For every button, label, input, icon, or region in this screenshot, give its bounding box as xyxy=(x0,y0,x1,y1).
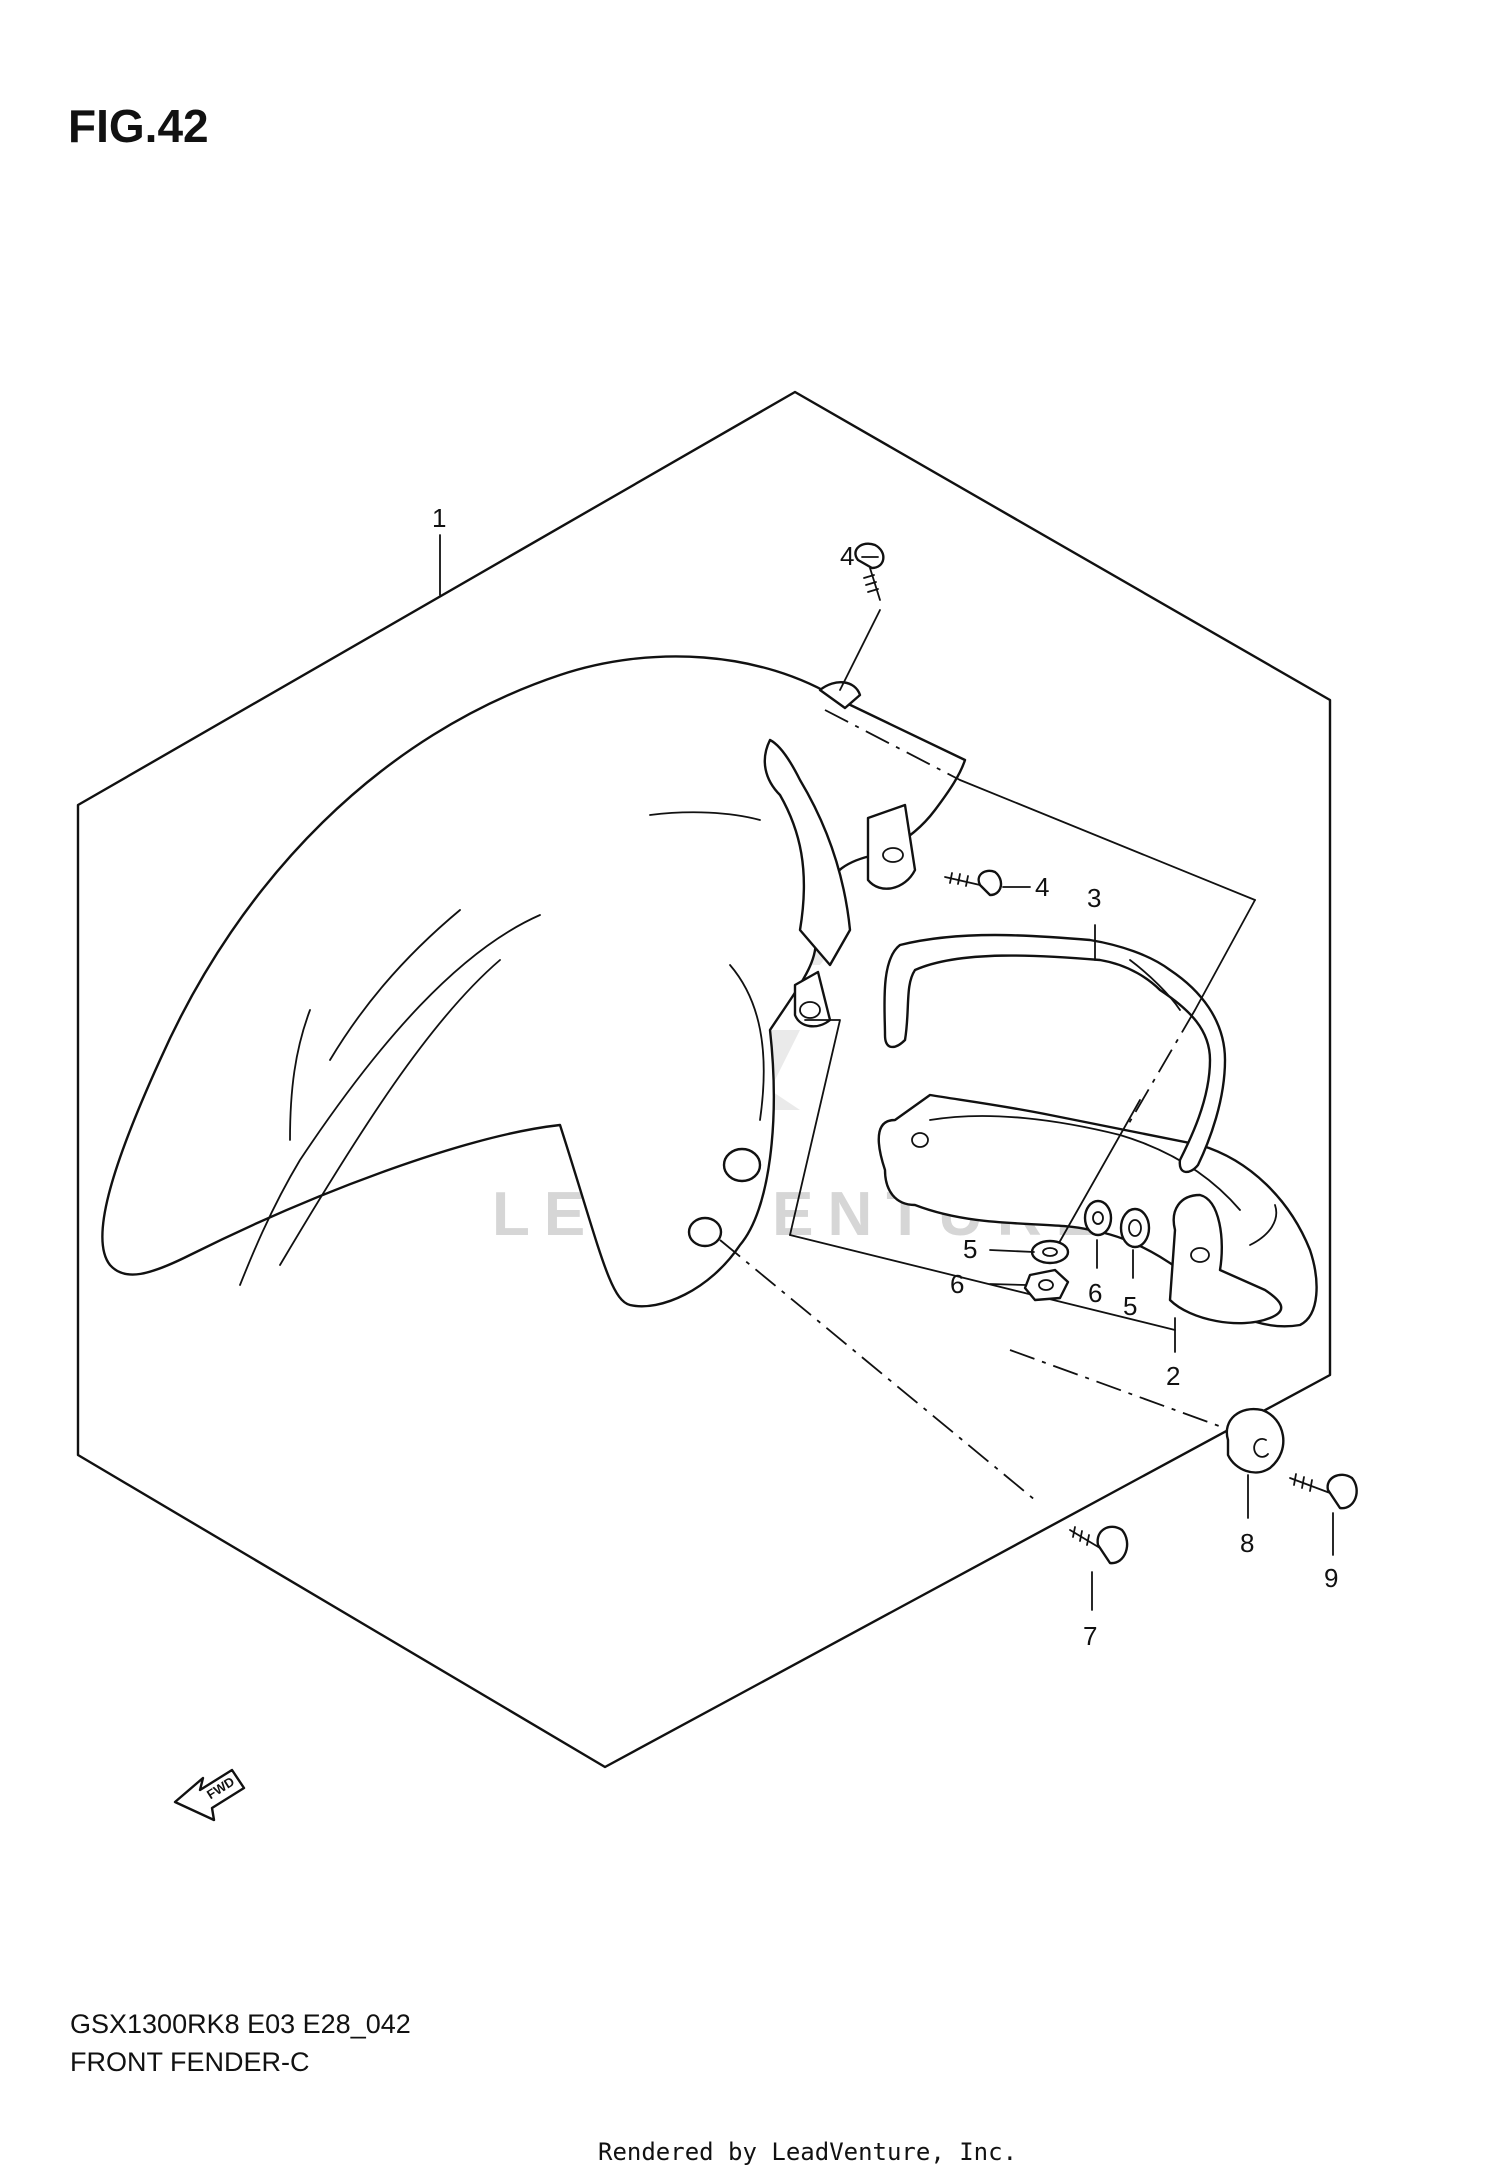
diagram-name: FRONT FENDER-C xyxy=(70,2047,310,2077)
callout-5-right: 5 xyxy=(1123,1291,1137,1321)
callout-8: 8 xyxy=(1240,1528,1254,1558)
callout-4-side: 4 xyxy=(1035,872,1049,902)
render-credit: Rendered by LeadVenture, Inc. xyxy=(598,2138,1017,2166)
figure-label: FIG.42 xyxy=(68,100,209,152)
callout-6-right: 6 xyxy=(1088,1278,1102,1308)
fwd-arrow-icon: FWD xyxy=(173,1768,246,1822)
assembly-outline xyxy=(76,390,1332,1769)
callout-1: 1 xyxy=(432,503,446,533)
diagram-code: GSX1300RK8 E03 E28_042 xyxy=(70,2009,411,2039)
callout-2: 2 xyxy=(1166,1361,1180,1391)
fender-brace-part-3 xyxy=(883,933,1227,1174)
callout-leaders xyxy=(439,534,1334,1611)
callout-6-left: 6 xyxy=(950,1269,964,1299)
bolt-icon xyxy=(854,542,1358,1565)
callout-9: 9 xyxy=(1324,1563,1338,1593)
callout-3: 3 xyxy=(1087,883,1101,913)
callout-4-top: 4 xyxy=(840,541,854,571)
callout-5-left: 5 xyxy=(963,1234,977,1264)
alignment-lines xyxy=(719,609,1256,1501)
callout-7: 7 xyxy=(1083,1621,1097,1651)
